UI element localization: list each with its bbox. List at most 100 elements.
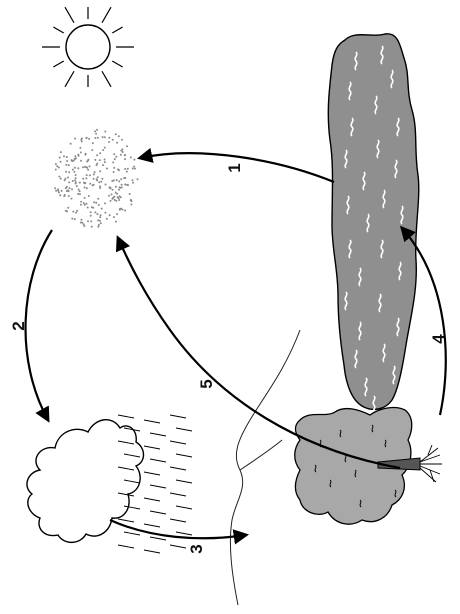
rain-streak bbox=[144, 420, 160, 423]
vapor-dot bbox=[86, 187, 88, 189]
rain-streak bbox=[144, 446, 160, 449]
vapor-dot bbox=[75, 183, 77, 185]
vapor-dot bbox=[124, 183, 126, 185]
vapor-dot bbox=[75, 157, 77, 159]
vapor-dot bbox=[113, 196, 115, 198]
vapor-dot bbox=[97, 198, 99, 200]
vapor-dot bbox=[91, 226, 93, 228]
vapor-dot bbox=[77, 193, 79, 195]
vapor-dot bbox=[88, 138, 90, 140]
vapor-dot bbox=[118, 180, 120, 182]
vapor-dot bbox=[74, 138, 76, 140]
vapor-dot bbox=[55, 169, 57, 171]
vapor-dot bbox=[97, 137, 99, 139]
sun-ray bbox=[53, 61, 63, 67]
vapor-dot bbox=[78, 189, 80, 191]
vapor-dot bbox=[113, 153, 115, 155]
vapor-dot bbox=[104, 212, 106, 214]
vapor-dot bbox=[79, 182, 81, 184]
vapor-dot bbox=[87, 207, 89, 209]
vapor-dot bbox=[117, 168, 119, 170]
rain-streak bbox=[176, 480, 192, 483]
vapor-dot bbox=[120, 196, 122, 198]
vapor-dot bbox=[82, 178, 84, 180]
vapor-dot bbox=[99, 185, 101, 187]
rain-streak bbox=[144, 524, 160, 527]
vapor-dot bbox=[96, 129, 98, 131]
vapor-dot bbox=[64, 178, 66, 180]
vapor-dot bbox=[94, 171, 96, 173]
vapor-dot bbox=[57, 188, 59, 190]
vapor-dot bbox=[75, 177, 77, 179]
vapor-dot bbox=[74, 218, 76, 220]
sun-ray bbox=[53, 27, 63, 33]
vapor-dot bbox=[108, 137, 110, 139]
vapor-dot bbox=[118, 135, 120, 137]
vapor-dot bbox=[87, 159, 89, 161]
rain-streak bbox=[170, 415, 186, 418]
vapor-dot bbox=[130, 199, 132, 201]
vapor-dot bbox=[63, 195, 65, 197]
vapor-dot bbox=[115, 186, 117, 188]
water-vapor bbox=[54, 129, 138, 228]
label-3: 3 bbox=[187, 544, 206, 553]
vapor-dot bbox=[93, 173, 95, 175]
vapor-dot bbox=[104, 147, 106, 149]
arrow-2 bbox=[26, 230, 52, 420]
vapor-dot bbox=[56, 165, 58, 167]
vapor-dot bbox=[74, 167, 76, 169]
vapor-dot bbox=[106, 168, 108, 170]
vapor-dot bbox=[110, 200, 112, 202]
vapor-dot bbox=[74, 179, 76, 181]
vapor-dot bbox=[119, 186, 121, 188]
vapor-dot bbox=[102, 136, 104, 138]
vapor-dot bbox=[137, 178, 139, 180]
vapor-dot bbox=[115, 133, 117, 135]
vapor-dot bbox=[93, 178, 95, 180]
vapor-dot bbox=[111, 198, 113, 200]
vapor-dot bbox=[124, 168, 126, 170]
lake bbox=[328, 34, 418, 414]
vapor-dot bbox=[80, 222, 82, 224]
vapor-dot bbox=[80, 151, 82, 153]
vapor-dot bbox=[118, 197, 120, 199]
vapor-dot bbox=[92, 184, 94, 186]
vapor-dot bbox=[115, 156, 117, 158]
vapor-dot bbox=[72, 180, 74, 182]
vapor-dot bbox=[132, 179, 134, 181]
vapor-dot bbox=[114, 158, 116, 160]
rain-streak bbox=[118, 415, 134, 418]
vapor-dot bbox=[95, 202, 97, 204]
vapor-dot bbox=[84, 166, 86, 168]
vapor-dot bbox=[119, 208, 121, 210]
vapor-dot bbox=[90, 220, 92, 222]
rain-streak bbox=[118, 519, 134, 522]
vapor-dot bbox=[100, 214, 102, 216]
vapor-dot bbox=[72, 169, 74, 171]
vapor-dot bbox=[59, 157, 61, 159]
vapor-dot bbox=[115, 221, 117, 223]
vapor-dot bbox=[113, 171, 115, 173]
rain-streak bbox=[150, 537, 166, 540]
vapor-dot bbox=[84, 182, 86, 184]
vapor-dot bbox=[68, 171, 70, 173]
vapor-dot bbox=[133, 159, 135, 161]
rain-streak bbox=[124, 532, 140, 535]
vapor-dot bbox=[120, 154, 122, 156]
vapor-dot bbox=[66, 186, 68, 188]
vapor-dot bbox=[97, 176, 99, 178]
vapor-dot bbox=[134, 168, 136, 170]
rain-streak bbox=[176, 532, 192, 535]
vapor-dot bbox=[84, 186, 86, 188]
vapor-dot bbox=[99, 220, 101, 222]
vapor-dot bbox=[94, 130, 96, 132]
vapor-dot bbox=[109, 214, 111, 216]
vapor-dot bbox=[123, 177, 125, 179]
vapor-dot bbox=[112, 139, 114, 141]
vapor-dot bbox=[116, 142, 118, 144]
vapor-dot bbox=[104, 159, 106, 161]
vapor-dot bbox=[75, 212, 77, 214]
vapor-dot bbox=[71, 188, 73, 190]
vapor-dot bbox=[104, 202, 106, 204]
vapor-dot bbox=[68, 181, 70, 183]
